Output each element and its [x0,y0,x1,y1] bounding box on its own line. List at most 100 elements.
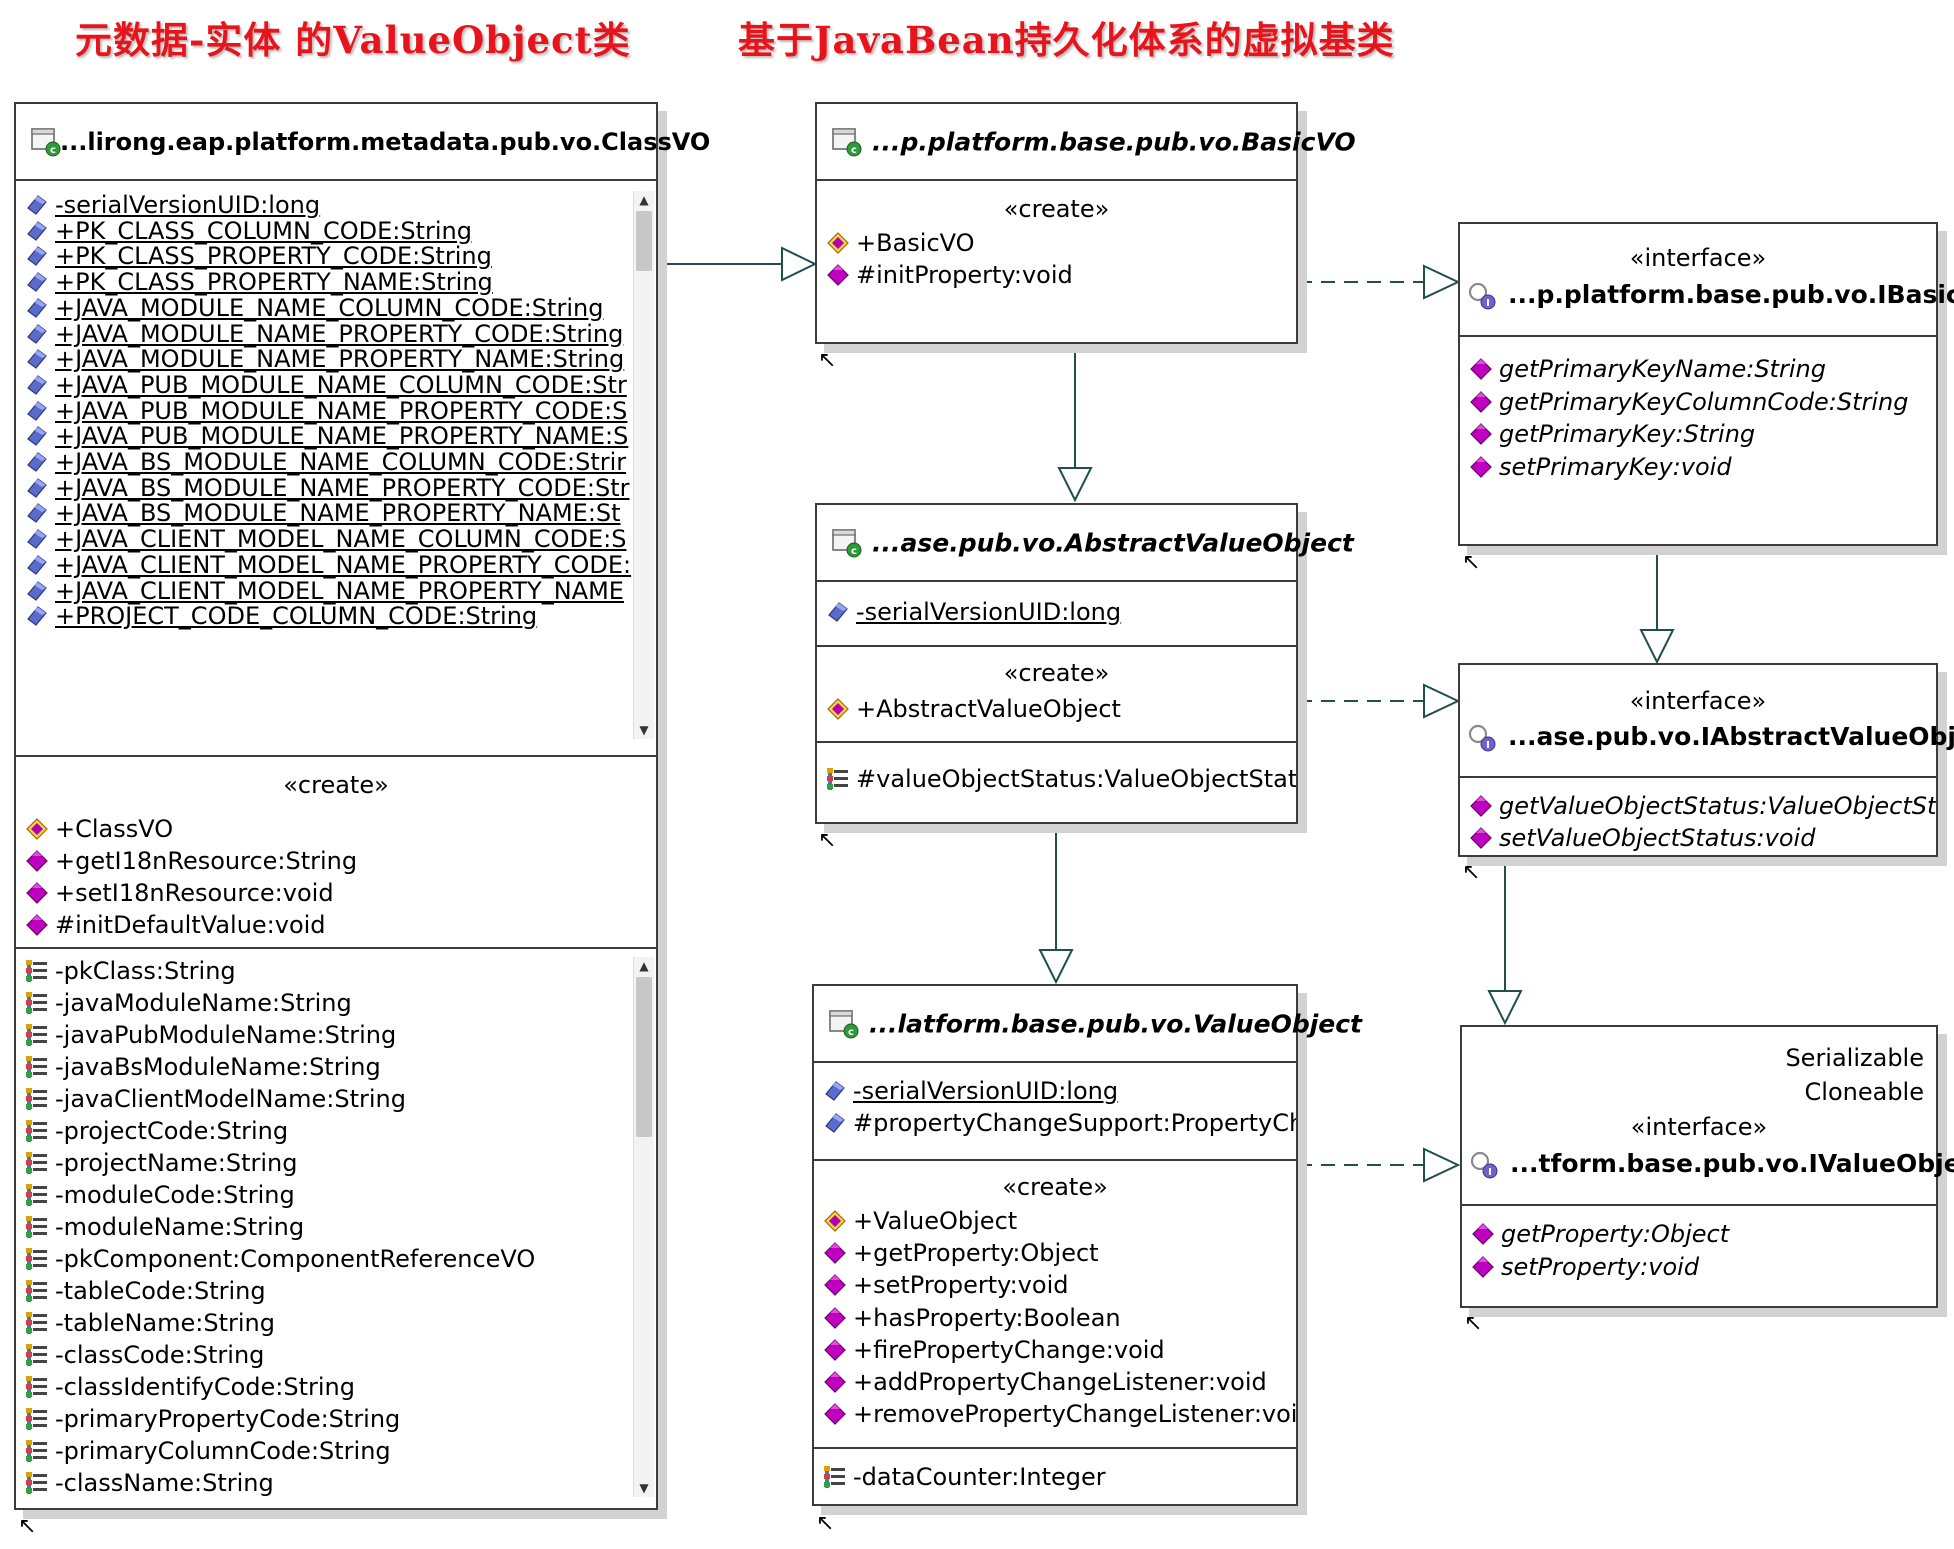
iabstractvo-method-row[interactable]: setValueObjectStatus:void [1468,822,1815,852]
classvo-constant-row[interactable]: +JAVA_MODULE_NAME_PROPERTY_CODE:String [24,318,623,348]
ivalueobject-corner-handle-icon[interactable]: ↖ [1464,1311,1483,1336]
scroll-up-arrow-icon[interactable]: ▲ [639,959,649,973]
valueobject-method-row[interactable]: +removePropertyChangeListener:void [822,1398,1296,1428]
ibasicvo-method-row[interactable]: getPrimaryKeyColumnCode:String [1468,386,1909,416]
basicvo-method-row[interactable]: #initProperty:void [825,259,1073,289]
classvo-field-row[interactable]: -moduleCode:String [24,1179,295,1209]
classvo-constant-row[interactable]: +JAVA_CLIENT_MODEL_NAME_PROPERTY_CODE: [24,549,631,579]
classvo-field-row[interactable]: -classCode:String [24,1339,264,1369]
scroll-up-arrow-icon[interactable]: ▲ [639,193,649,207]
ivalueobject-method-row[interactable]: getProperty:Object [1470,1218,1729,1248]
classvo-field-row[interactable]: -className:String [24,1467,274,1497]
classvo-constant-row[interactable]: +JAVA_BS_MODULE_NAME_PROPERTY_CODE:Str [24,472,629,502]
classvo-method-row[interactable]: +ClassVO [24,813,173,843]
classvo-constant-row[interactable]: +JAVA_MODULE_NAME_PROPERTY_NAME:String [24,343,624,373]
valueobject-method-row[interactable]: +getProperty:Object [822,1237,1099,1267]
valueobject-constant-row[interactable]: -serialVersionUID:long [822,1075,1118,1105]
field-icon [24,990,50,1016]
classvo-constant-row[interactable]: +JAVA_PUB_MODULE_NAME_PROPERTY_NAME:S [24,420,628,450]
ibasicvo-method-row[interactable]: setPrimaryKey:void [1468,451,1732,481]
method-icon [24,848,50,874]
basicvo-corner-handle-icon[interactable]: ↖ [818,348,837,373]
iabstractvo-box[interactable]: «interface» ...ase.pub.vo.IAbstractValue… [1458,663,1954,857]
classvo-box[interactable]: ...lirong.eap.platform.metadata.pub.vo.C… [14,102,710,1510]
basicvo-box[interactable]: ...p.platform.base.pub.vo.BasicVO «creat… [815,102,1356,344]
classvo-constant-row[interactable]: +PROJECT_CODE_COLUMN_CODE:String [24,600,537,630]
member-label: +getI18nResource:String [55,847,358,875]
classvo-field-row[interactable]: -javaClientModelName:String [24,1083,406,1113]
classvo-field-row[interactable]: -pkClass:String [24,955,236,985]
valueobject-method-row[interactable]: +firePropertyChange:void [822,1334,1165,1364]
scroll-down-arrow-icon[interactable]: ▼ [639,723,649,737]
field-static-icon [822,1078,848,1104]
classvo-field-row[interactable]: -primaryColumnCode:String [24,1435,391,1465]
member-label: #valueObjectStatus:ValueObjectStatu [856,765,1296,793]
abstractvo-method-row[interactable]: +AbstractValueObject [825,693,1121,723]
classvo-constant-row[interactable]: +JAVA_CLIENT_MODEL_NAME_COLUMN_CODE:S [24,523,626,553]
ibasicvo-corner-handle-icon[interactable]: ↖ [1462,550,1481,575]
member-label: getPrimaryKeyColumnCode:String [1499,387,1909,416]
abstractvo-box[interactable]: ...ase.pub.vo.AbstractValueObject -seria… [815,503,1354,824]
valueobject-method-row[interactable]: +ValueObject [822,1205,1017,1235]
classvo-constant-row[interactable]: +JAVA_PUB_MODULE_NAME_PROPERTY_CODE:S [24,395,627,425]
classvo-field-row[interactable]: -javaBsModuleName:String [24,1051,381,1081]
ivalueobject-box[interactable]: Serializable Cloneable «interface» ...tf… [1460,1025,1954,1308]
classvo-constant-row[interactable]: +JAVA_MODULE_NAME_COLUMN_CODE:String [24,292,603,322]
classvo-constant-row[interactable]: +JAVA_PUB_MODULE_NAME_COLUMN_CODE:Str [24,369,627,399]
classvo-field-row[interactable]: -javaModuleName:String [24,987,352,1017]
classvo-constant-row[interactable]: -serialVersionUID:long [24,189,320,219]
abstractvo-constant-row[interactable]: -serialVersionUID:long [825,596,1121,626]
classvo-field-row[interactable]: -projectCode:String [24,1115,288,1145]
iabstractvo-method-row[interactable]: getValueObjectStatus:ValueObjectSta [1468,790,1936,820]
ivalueobject-method-row[interactable]: setProperty:void [1470,1251,1699,1281]
classvo-method-row[interactable]: +getI18nResource:String [24,845,357,875]
classvo-constants-section[interactable]: ▲ ▼ -serialVersionUID:long+PK_CLASS_COLU… [16,181,656,757]
member-label: +JAVA_CLIENT_MODEL_NAME_PROPERTY_CODE: [55,550,632,579]
member-label: -tableName:String [55,1309,275,1337]
basicvo-method-row[interactable]: +BasicVO [825,227,975,257]
classvo-constant-row[interactable]: +JAVA_CLIENT_MODEL_NAME_PROPERTY_NAME [24,575,624,605]
method-icon [1470,1221,1496,1247]
valueobject-method-row[interactable]: +setProperty:void [822,1269,1068,1299]
member-label: +addPropertyChangeListener:void [853,1368,1267,1396]
abstractvo-corner-handle-icon[interactable]: ↖ [818,828,837,853]
scroll-thumb[interactable] [636,977,652,1137]
classvo-constant-row[interactable]: +PK_CLASS_COLUMN_CODE:String [24,215,472,245]
classvo-corner-handle-icon[interactable]: ↖ [18,1514,37,1539]
classvo-method-row[interactable]: #initDefaultValue:void [24,909,326,939]
classvo-field-row[interactable]: -projectName:String [24,1147,297,1177]
member-label: +ValueObject [853,1207,1018,1235]
abstractvo-stereotype: «create» [1003,659,1110,687]
classvo-constant-row[interactable]: +PK_CLASS_PROPERTY_CODE:String [24,240,492,270]
classvo-fields-scrollbar[interactable]: ▲ ▼ [633,957,654,1497]
valueobject-field-row[interactable]: -dataCounter:Integer [822,1461,1106,1491]
classvo-field-row[interactable]: -moduleName:String [24,1211,304,1241]
valueobject-corner-handle-icon[interactable]: ↖ [816,1511,835,1536]
classvo-fields-section[interactable]: ▲ ▼ -pkClass:String-javaModuleName:Strin… [16,949,656,1505]
classvo-constant-row[interactable]: +JAVA_BS_MODULE_NAME_COLUMN_CODE:Strir [24,446,626,476]
classvo-field-row[interactable]: -pkComponent:ComponentReferenceVO [24,1243,535,1273]
classvo-field-row[interactable]: -tableName:String [24,1307,275,1337]
valueobject-method-row[interactable]: +hasProperty:Boolean [822,1302,1121,1332]
ibasicvo-method-row[interactable]: getPrimaryKey:String [1468,418,1755,448]
classvo-constant-row[interactable]: +JAVA_BS_MODULE_NAME_PROPERTY_NAME:St [24,497,621,527]
abstractvo-field-row[interactable]: #valueObjectStatus:ValueObjectStatu [825,763,1296,793]
ibasicvo-box[interactable]: «interface» ...p.platform.base.pub.vo.IB… [1458,222,1954,546]
classvo-field-row[interactable]: -classIdentifyCode:String [24,1371,355,1401]
classvo-field-row[interactable]: -tableCode:String [24,1275,266,1305]
scroll-thumb[interactable] [636,211,652,271]
classvo-stereotype: «create» [283,771,389,799]
classvo-constant-row[interactable]: +PK_CLASS_PROPERTY_NAME:String [24,266,493,296]
valueobject-fields-section: -dataCounter:Integer [814,1449,1296,1504]
valueobject-method-row[interactable]: +addPropertyChangeListener:void [822,1366,1267,1396]
classvo-field-row[interactable]: -primaryPropertyCode:String [24,1403,400,1433]
classvo-method-row[interactable]: +setI18nResource:void [24,877,334,907]
ibasicvo-method-row[interactable]: getPrimaryKeyName:String [1468,353,1826,383]
classvo-field-row[interactable]: -javaPubModuleName:String [24,1019,396,1049]
valueobject-constant-row[interactable]: #propertyChangeSupport:PropertyCh [822,1107,1296,1137]
scroll-down-arrow-icon[interactable]: ▼ [639,1481,649,1495]
classvo-constants-scrollbar[interactable]: ▲ ▼ [633,191,654,739]
iabstractvo-corner-handle-icon[interactable]: ↖ [1462,860,1481,885]
method-icon [1468,793,1494,819]
valueobject-box[interactable]: ...latform.base.pub.vo.ValueObject -seri… [812,984,1362,1506]
